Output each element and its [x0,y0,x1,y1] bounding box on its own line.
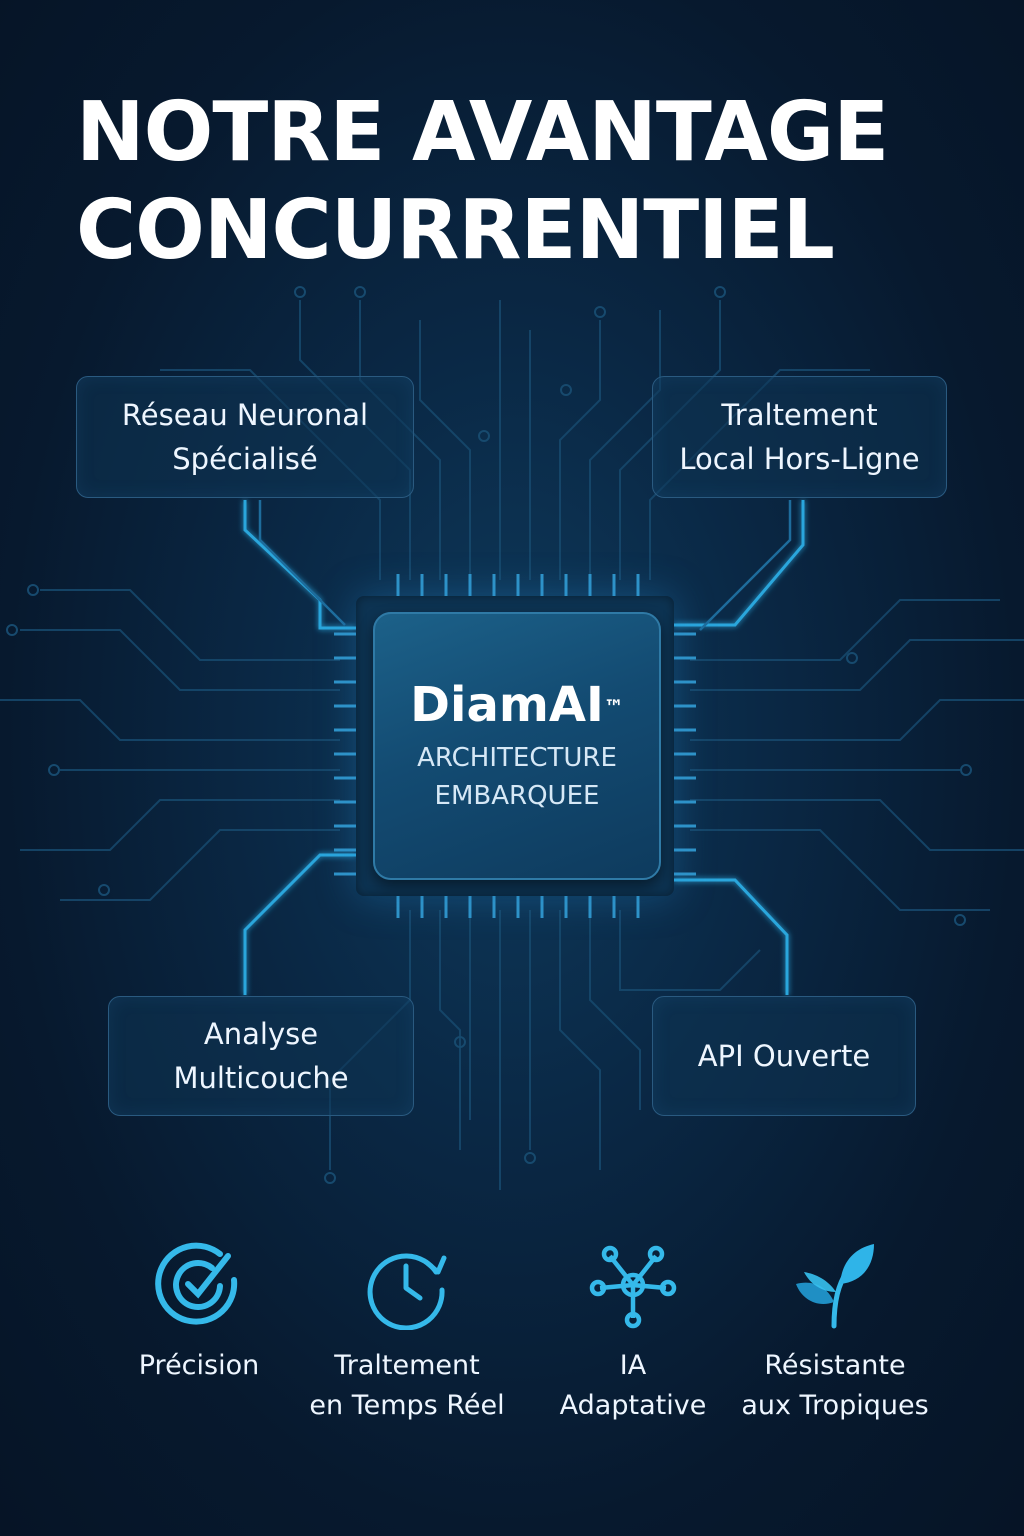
feature-box-open-api: API Ouverte [652,996,916,1116]
feature-label-line-2: aux Tropiques [741,1390,929,1421]
page-title: NOTRE AVANTAGE CONCURRENTIEL [76,84,889,280]
leaf-sprout-icon [796,1244,874,1329]
feature-adaptive-ai: IA Adaptative [523,1240,743,1426]
box-line-2: Spécialisé [172,442,318,476]
chip-core: DiamAI™ ARCHITECTURE EMBARQUEE [373,612,661,880]
target-check-icon [155,1242,238,1325]
chip-brand: DiamAI™ [410,677,624,733]
box-line-2: Local Hors-Ligne [679,442,920,476]
feature-label-line-1: Résistante [764,1350,906,1381]
box-line-1: API Ouverte [697,1039,871,1073]
feature-label: IA Adaptative [523,1346,743,1426]
feature-label-line-1: IA [619,1350,647,1381]
feature-label: Précision [89,1346,309,1386]
feature-label-line-1: Précision [138,1350,260,1381]
box-line-1: Analyse [203,1017,319,1051]
feature-label: Traltement en Temps Réel [297,1346,517,1426]
feature-label-line-2: Adaptative [559,1390,707,1421]
clock-refresh-icon [367,1253,447,1330]
feature-label-line-1: Traltement [334,1350,480,1381]
feature-precision: Précision [89,1240,309,1386]
feature-realtime: Traltement en Temps Réel [297,1240,517,1426]
box-line-1: Traltement [721,398,878,432]
network-nodes-icon [589,1245,677,1329]
feature-label-line-2: en Temps Réel [309,1390,505,1421]
box-line-1: Réseau Neuronal [121,398,369,432]
feature-box-multilayer-analysis: Analyse Multicouche [108,996,414,1116]
chip-subtitle: ARCHITECTURE EMBARQUEE [417,739,617,815]
feature-box-neural-network: Réseau Neuronal Spécialisé [76,376,414,498]
chip-subtitle-line-2: EMBARQUEE [434,781,600,811]
trademark-symbol: ™ [603,695,624,719]
feature-box-local-processing: Traltement Local Hors-Ligne [652,376,947,498]
chip-subtitle-line-1: ARCHITECTURE [417,743,617,773]
feature-tropical-resistance: Résistante aux Tropiques [725,1240,945,1426]
brand-name: DiamAI [410,677,604,733]
title-line-1: NOTRE AVANTAGE [76,85,889,180]
title-line-2: CONCURRENTIEL [76,183,835,278]
box-line-2: Multicouche [173,1061,349,1095]
feature-label: Résistante aux Tropiques [725,1346,945,1426]
